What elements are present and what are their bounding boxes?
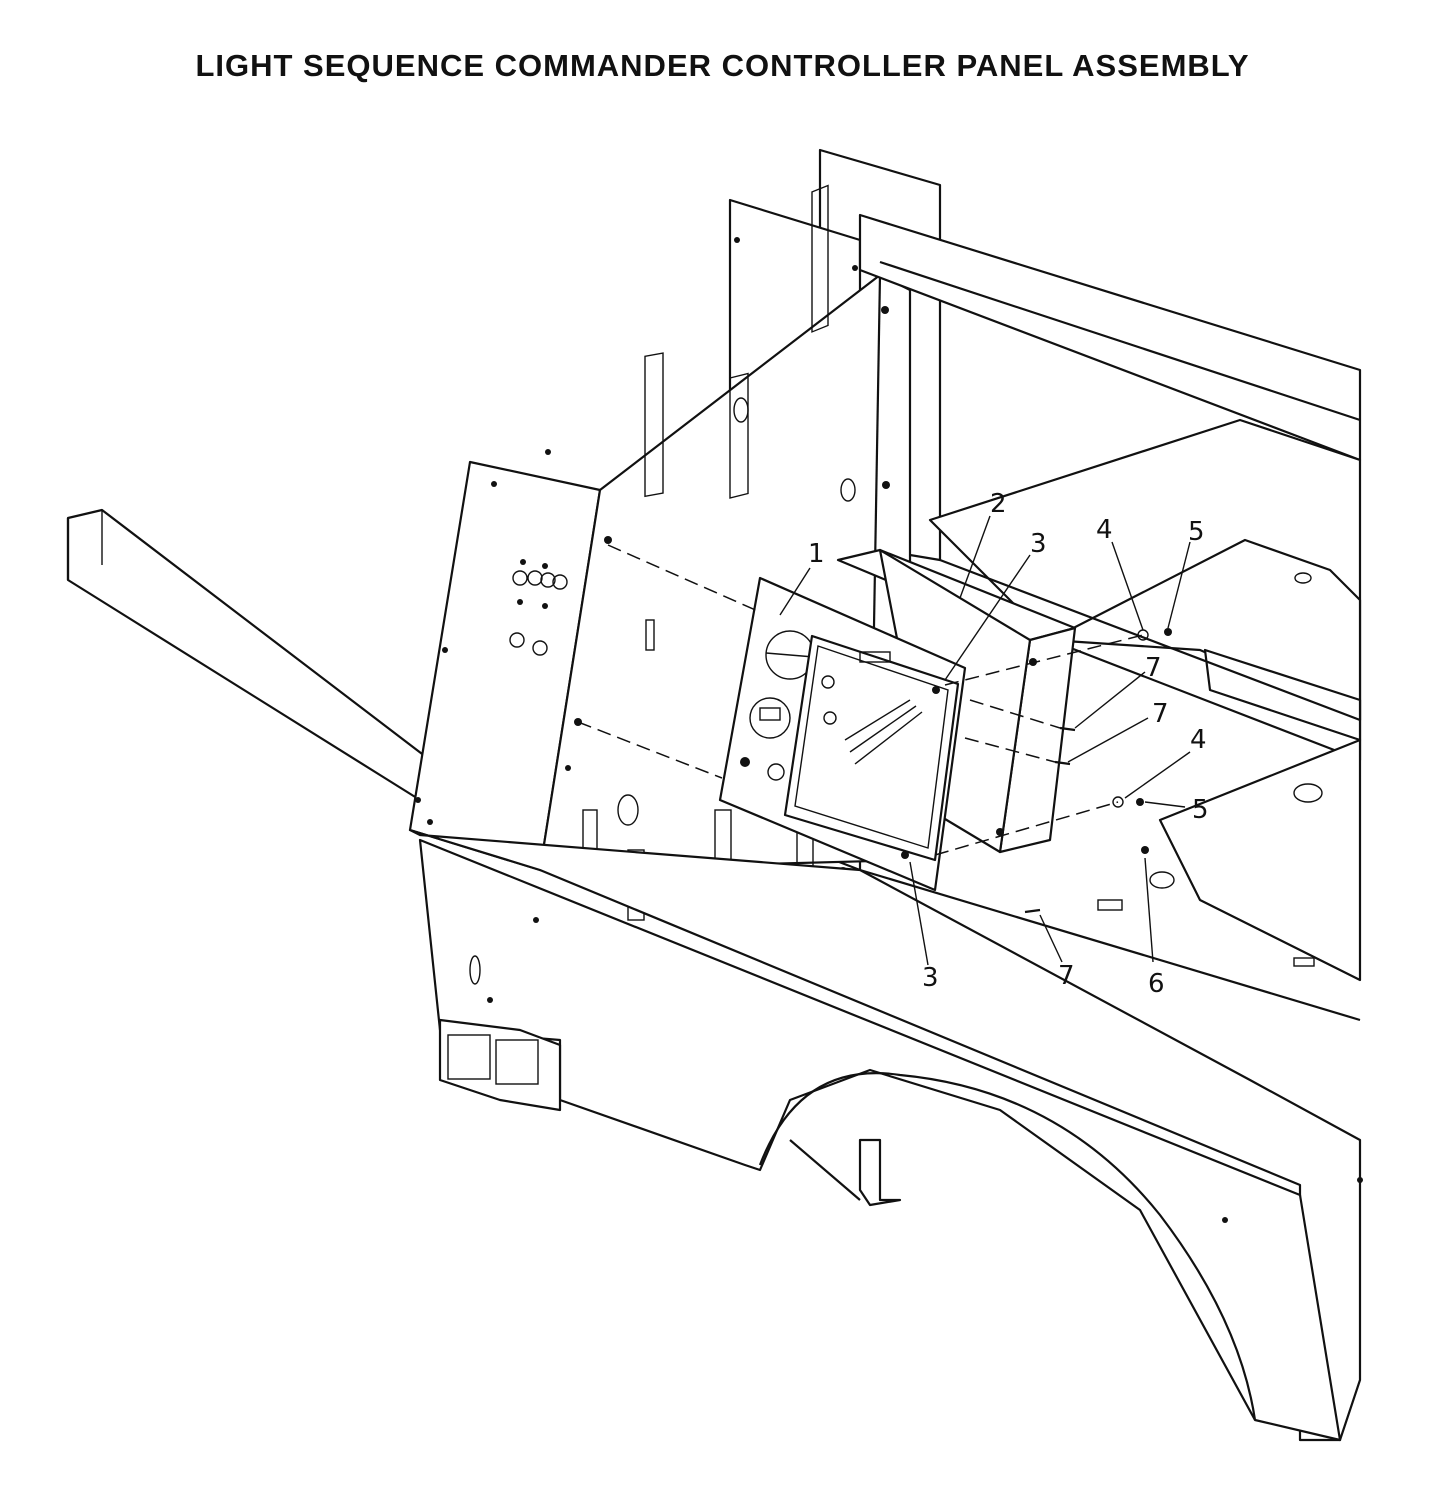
callout-7-lower: 7 — [1058, 961, 1075, 991]
left-side-panel — [408, 449, 602, 872]
bed-frame — [858, 213, 1362, 1022]
callout-6: 6 — [1148, 969, 1165, 999]
callout-5-upper: 5 — [1188, 517, 1205, 547]
switch-holes — [509, 559, 568, 656]
callout-4-lower: 4 — [1190, 725, 1207, 755]
callout-5-lower: 5 — [1192, 795, 1209, 825]
callout-7-middle: 7 — [1152, 699, 1169, 729]
callout-7-upper: 7 — [1145, 653, 1162, 683]
callout-4-upper: 4 — [1096, 515, 1113, 545]
callout-3-lower: 3 — [922, 963, 939, 993]
assembly-dash-lines — [577, 544, 1144, 856]
callout-2: 2 — [990, 489, 1007, 519]
controller-panel — [718, 576, 967, 892]
callout-labels: 1 2 3 3 4 4 5 5 6 7 7 7 — [808, 489, 1209, 999]
tube-beam — [66, 508, 432, 802]
callout-3-upper: 3 — [1030, 529, 1047, 559]
leader-lines — [779, 515, 1191, 966]
callout-1: 1 — [808, 539, 825, 569]
page-title: LIGHT SEQUENCE COMMANDER CONTROLLER PANE… — [195, 48, 1250, 83]
side-skirt — [408, 819, 1363, 1442]
hardware — [1024, 628, 1172, 914]
